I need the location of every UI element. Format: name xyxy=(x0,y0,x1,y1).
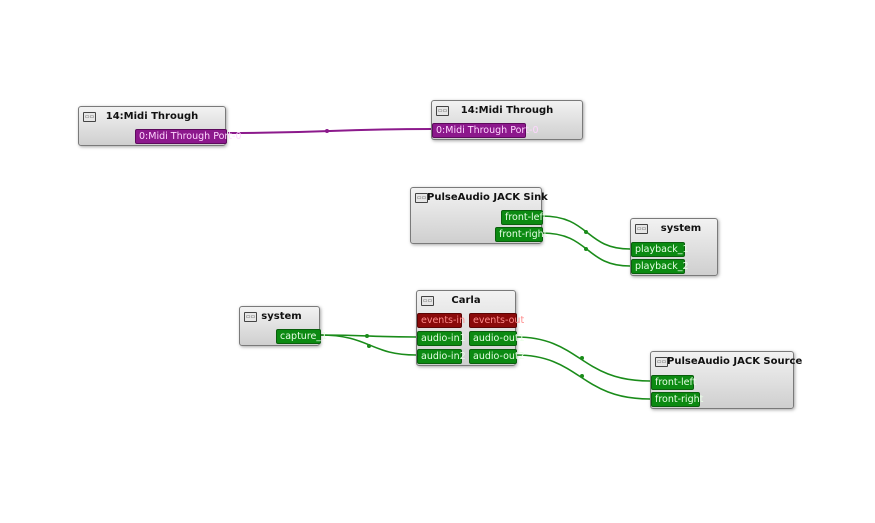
hardware-icon: ▭▭ xyxy=(655,357,668,367)
port-audio-out1[interactable]: audio-out1 xyxy=(469,331,525,346)
wire-out1-marker xyxy=(580,356,584,360)
port-source-front-right[interactable]: front-right xyxy=(651,392,703,407)
wire-sink-left-marker xyxy=(584,230,588,234)
port-playback-1[interactable]: playback_1 xyxy=(631,242,688,257)
hardware-icon: ▭▭ xyxy=(415,193,428,203)
port-capture-1[interactable]: capture_1 xyxy=(276,329,327,344)
node-title: 14:Midi Through xyxy=(460,105,554,116)
port-audio-in2[interactable]: audio-in2 xyxy=(417,349,466,364)
hardware-icon: ▭▭ xyxy=(244,312,257,322)
node-pulseaudio-jack-sink[interactable]: ▭▭ PulseAudio JACK Sink front-left front… xyxy=(410,187,548,244)
node-pulseaudio-jack-source[interactable]: ▭▭ PulseAudio JACK Source front-left fro… xyxy=(650,351,803,409)
node-title: system xyxy=(660,223,702,234)
node-midi-through-out[interactable]: ▭▭ 14:Midi Through 0:Midi Through Port-0 xyxy=(78,106,242,146)
port-playback-2[interactable]: playback_2 xyxy=(631,259,688,274)
wire-capture-marker-2 xyxy=(367,344,371,348)
port-front-right[interactable]: front-right xyxy=(495,227,547,242)
node-title: PulseAudio JACK Sink xyxy=(427,192,548,203)
wire-capture-marker-1 xyxy=(365,334,369,338)
port-events-out[interactable]: events-out xyxy=(469,313,524,328)
port-front-left[interactable]: front-left xyxy=(501,210,546,225)
port-audio-out2[interactable]: audio-out2 xyxy=(469,349,525,364)
port-midi-through-port-0-out[interactable]: 0:Midi Through Port-0 xyxy=(135,129,242,144)
wire-sink-right-marker xyxy=(584,247,588,251)
hardware-icon: ▭▭ xyxy=(83,112,96,122)
port-events-in[interactable]: events-in xyxy=(417,313,465,328)
node-title: PulseAudio JACK Source xyxy=(667,356,803,367)
node-title: system xyxy=(261,311,302,322)
node-midi-through-in[interactable]: ▭▭ 14:Midi Through 0:Midi Through Port-0 xyxy=(431,100,583,140)
port-audio-in1[interactable]: audio-in1 xyxy=(417,331,466,346)
node-title: Carla xyxy=(451,295,481,306)
port-midi-through-port-0-in[interactable]: 0:Midi Through Port-0 xyxy=(432,123,539,138)
wire-midi-marker xyxy=(325,129,329,133)
port-source-front-left[interactable]: front-left xyxy=(651,375,696,390)
plugin-icon: ▭▭ xyxy=(421,296,434,306)
hardware-icon: ▭▭ xyxy=(436,106,449,116)
wire-midi[interactable] xyxy=(227,128,433,134)
hardware-icon: ▭▭ xyxy=(635,224,648,234)
node-carla[interactable]: ▭▭ Carla events-in events-out audio-in1 … xyxy=(416,290,525,366)
node-title: 14:Midi Through xyxy=(105,111,199,122)
node-system-capture[interactable]: ▭▭ system capture_1 xyxy=(239,306,327,346)
node-system-playback[interactable]: ▭▭ system playback_1 playback_2 xyxy=(630,218,718,276)
wire-out2-marker xyxy=(580,374,584,378)
